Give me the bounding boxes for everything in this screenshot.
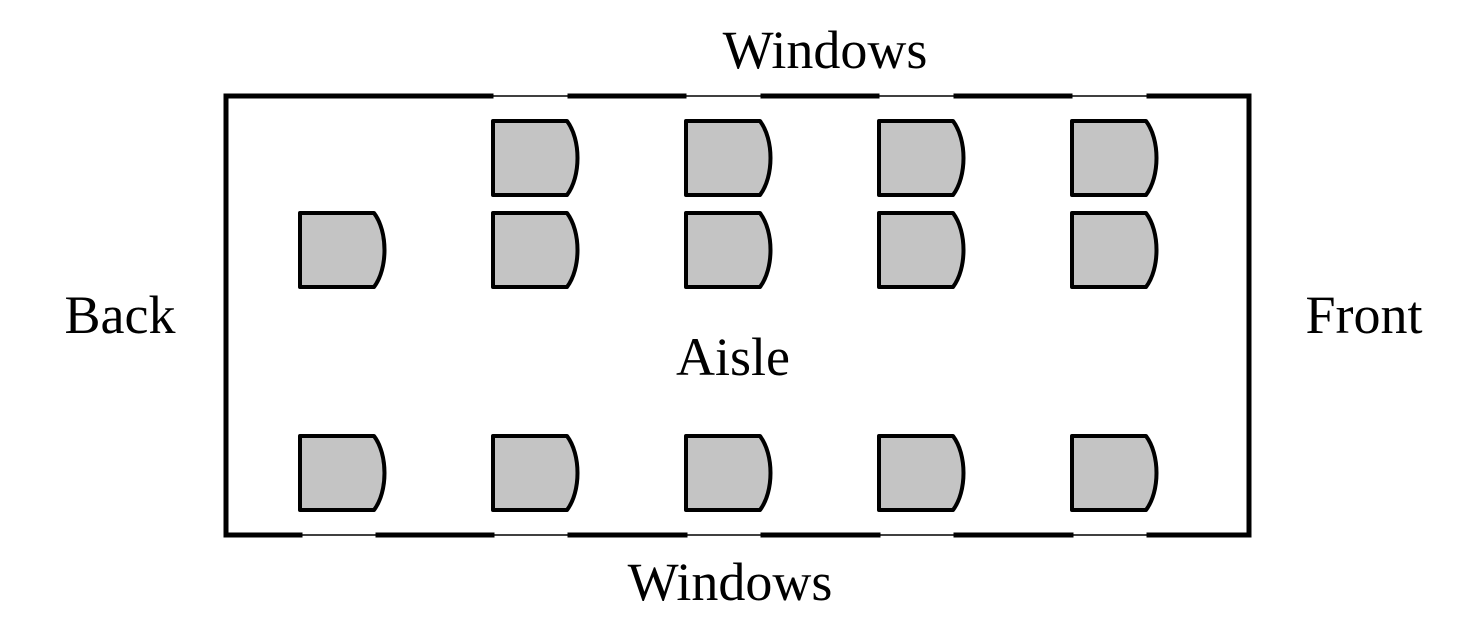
seat-bottom-row bbox=[684, 434, 773, 512]
seats bbox=[298, 119, 1159, 512]
top-windows-label: Windows bbox=[723, 20, 928, 80]
seat-window-row bbox=[1070, 119, 1159, 197]
seat-bottom-row bbox=[298, 434, 387, 512]
seat-aisle-row bbox=[1070, 211, 1159, 289]
seat-bottom-row bbox=[491, 434, 580, 512]
seat-window-row bbox=[877, 119, 966, 197]
seat-aisle-row bbox=[684, 211, 773, 289]
bottom-windows-label: Windows bbox=[628, 552, 833, 612]
seat-aisle-row bbox=[877, 211, 966, 289]
seat-aisle-row bbox=[298, 211, 387, 289]
aisle-label: Aisle bbox=[676, 327, 790, 387]
seat-bottom-row bbox=[1070, 434, 1159, 512]
back-label: Back bbox=[65, 285, 176, 345]
front-label: Front bbox=[1305, 285, 1422, 345]
seat-bottom-row bbox=[877, 434, 966, 512]
seat-window-row bbox=[491, 119, 580, 197]
seat-aisle-row bbox=[491, 211, 580, 289]
window-panes bbox=[300, 95, 1149, 536]
vehicle-outline bbox=[223, 93, 1252, 538]
seat-window-row bbox=[684, 119, 773, 197]
